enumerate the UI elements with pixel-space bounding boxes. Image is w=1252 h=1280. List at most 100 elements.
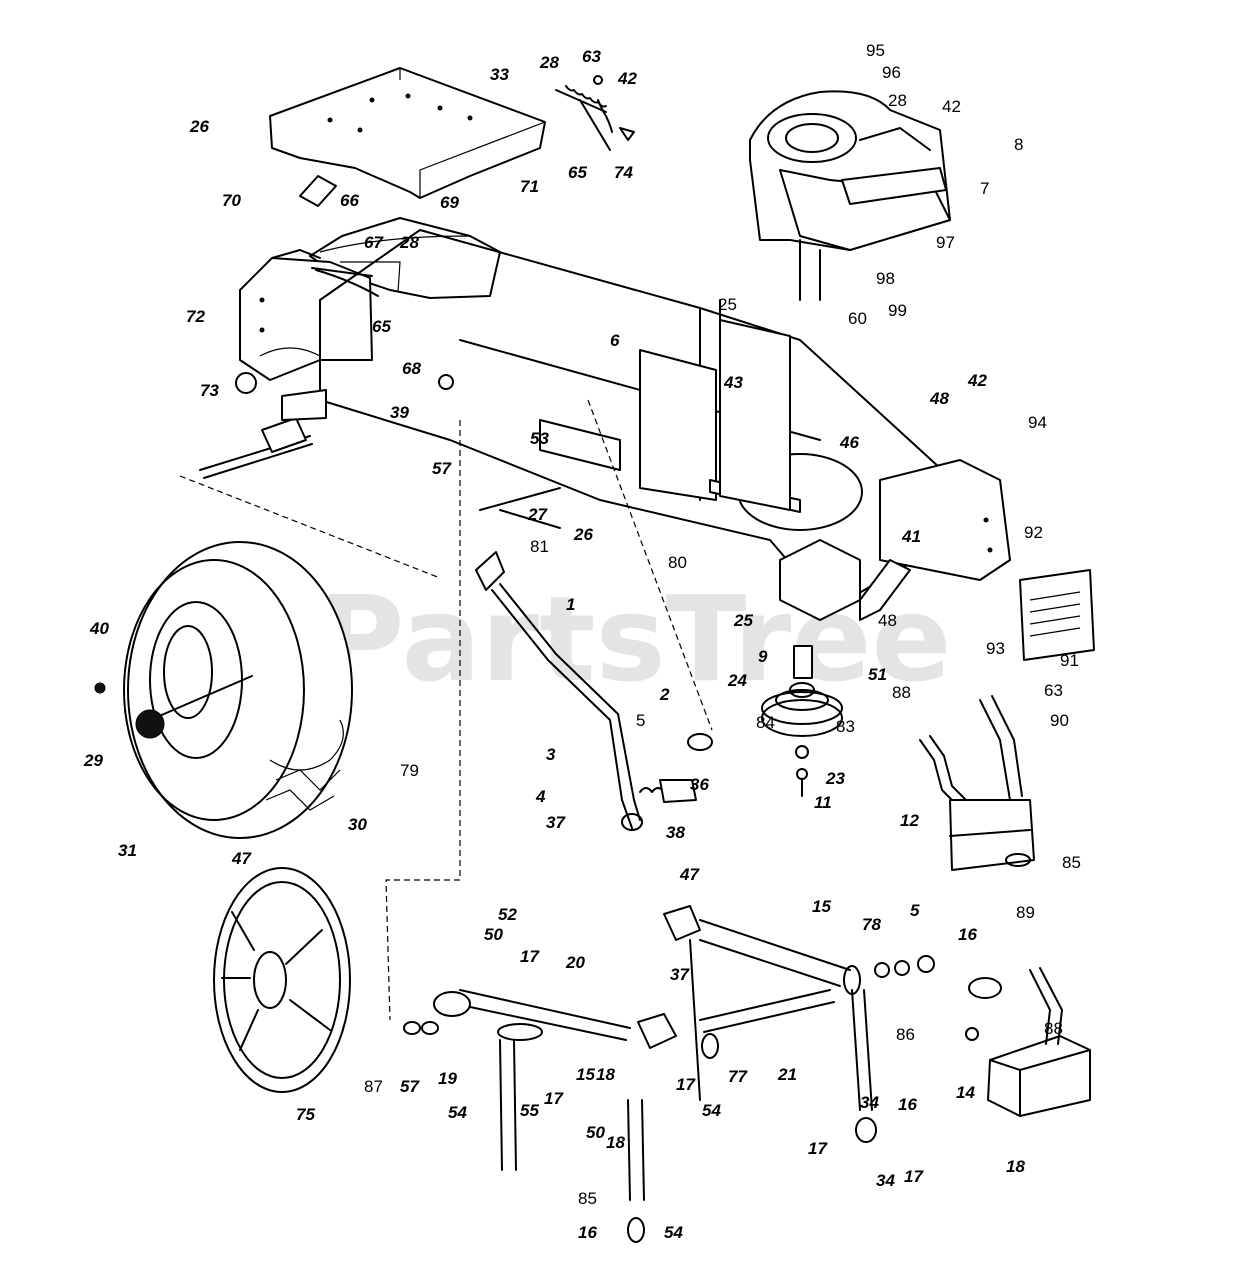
callout-label: 40 bbox=[89, 619, 109, 638]
callout-label: 80 bbox=[668, 553, 687, 572]
seat-adjuster-spring bbox=[555, 75, 635, 151]
callout-label: 67 bbox=[364, 233, 384, 252]
callout-label: 48 bbox=[878, 611, 897, 630]
callout-label: 54 bbox=[664, 1223, 683, 1242]
callout-label: 26 bbox=[189, 117, 209, 136]
callout-label: 19 bbox=[438, 1069, 457, 1088]
reference-line bbox=[587, 399, 713, 731]
callout-label: 7 bbox=[980, 179, 989, 198]
callout-label: 94 bbox=[1028, 413, 1047, 432]
callout-label: 66 bbox=[340, 191, 359, 210]
callout-label: 65 bbox=[372, 317, 391, 336]
callout-label: 68 bbox=[402, 359, 421, 378]
callout-label: 71 bbox=[520, 177, 539, 196]
callout-label: 63 bbox=[1044, 681, 1063, 700]
callout-label: 47 bbox=[679, 865, 700, 884]
callout-label: 46 bbox=[839, 433, 859, 452]
seat-pan bbox=[269, 67, 546, 199]
callout-label: 9 bbox=[758, 647, 768, 666]
callout-label: 36 bbox=[690, 775, 709, 794]
callout-label: 5 bbox=[636, 711, 645, 730]
front-lift-arm bbox=[663, 905, 935, 1143]
callout-label: 1 bbox=[566, 595, 575, 614]
callout-label: 38 bbox=[666, 823, 685, 842]
rear-wheel-tire bbox=[94, 541, 353, 839]
callout-label: 47 bbox=[231, 849, 252, 868]
callout-label: 99 bbox=[888, 301, 907, 320]
callout-label: 42 bbox=[617, 69, 637, 88]
callout-label: 98 bbox=[876, 269, 895, 288]
callout-label: 27 bbox=[527, 505, 548, 524]
callout-label: 73 bbox=[200, 381, 219, 400]
reference-line bbox=[179, 475, 441, 579]
clutch-brake-pedal bbox=[475, 551, 643, 831]
engine-mounting-plate bbox=[719, 299, 791, 511]
engine-grille bbox=[1019, 569, 1095, 661]
transaxle bbox=[199, 372, 454, 479]
callout-label: 53 bbox=[530, 429, 549, 448]
callout-label: 2 bbox=[659, 685, 670, 704]
callout-label: 85 bbox=[578, 1189, 597, 1208]
callout-label: 17 bbox=[544, 1089, 564, 1108]
callout-label: 39 bbox=[390, 403, 409, 422]
callout-label: 86 bbox=[896, 1025, 915, 1044]
callout-label: 30 bbox=[348, 815, 367, 834]
callout-label: 15 bbox=[576, 1065, 595, 1084]
callout-label: 42 bbox=[942, 97, 961, 116]
callout-label: 95 bbox=[866, 41, 885, 60]
callout-label: 24 bbox=[727, 671, 747, 690]
callout-label: 12 bbox=[900, 811, 919, 830]
callout-label: 83 bbox=[836, 717, 855, 736]
callout-label: 54 bbox=[702, 1101, 721, 1120]
callout-label: 37 bbox=[546, 813, 566, 832]
callout-label: 17 bbox=[676, 1075, 696, 1094]
callout-label: 16 bbox=[898, 1095, 917, 1114]
callout-label: 63 bbox=[582, 47, 601, 66]
callout-label: 93 bbox=[986, 639, 1005, 658]
callout-label: 21 bbox=[777, 1065, 797, 1084]
callout-label: 87 bbox=[364, 1077, 383, 1096]
callout-label: 16 bbox=[958, 925, 977, 944]
callout-label: 29 bbox=[83, 751, 103, 770]
callout-label: 18 bbox=[1006, 1157, 1025, 1176]
callout-label: 34 bbox=[876, 1171, 895, 1190]
callout-label: 26 bbox=[573, 525, 593, 544]
callout-label: 65 bbox=[568, 163, 587, 182]
callout-label: 17 bbox=[520, 947, 540, 966]
engine-pulley bbox=[761, 645, 843, 797]
callout-label: 23 bbox=[825, 769, 845, 788]
callout-label: 3 bbox=[546, 745, 556, 764]
callout-label: 54 bbox=[448, 1103, 467, 1122]
wheel-hubcap bbox=[213, 867, 351, 1093]
callout-label: 50 bbox=[586, 1123, 605, 1142]
callout-label: 48 bbox=[929, 389, 949, 408]
callout-label: 18 bbox=[596, 1065, 615, 1084]
callout-label: 17 bbox=[904, 1167, 924, 1186]
callout-label: 88 bbox=[1044, 1019, 1063, 1038]
reference-line bbox=[385, 420, 461, 1021]
callout-label: 33 bbox=[490, 65, 509, 84]
pedal-spring bbox=[639, 779, 697, 803]
callout-label: 60 bbox=[848, 309, 867, 328]
callout-label: 28 bbox=[539, 53, 559, 72]
callout-label: 52 bbox=[498, 905, 517, 924]
callout-label: 91 bbox=[1060, 651, 1079, 670]
callout-label: 51 bbox=[868, 665, 887, 684]
callout-label: 4 bbox=[535, 787, 546, 806]
drive-rod bbox=[479, 487, 561, 511]
callout-label: 72 bbox=[186, 307, 205, 326]
callout-label: 16 bbox=[578, 1223, 597, 1242]
callout-label: 18 bbox=[606, 1133, 625, 1152]
callout-label: 17 bbox=[808, 1139, 828, 1158]
muffler-assembly bbox=[919, 695, 1035, 871]
callout-label: 57 bbox=[400, 1077, 420, 1096]
callout-label: 28 bbox=[399, 233, 419, 252]
callout-label: 69 bbox=[440, 193, 459, 212]
callout-label: 14 bbox=[956, 1083, 975, 1102]
callout-label: 28 bbox=[888, 91, 907, 110]
callout-label: 70 bbox=[222, 191, 241, 210]
callout-label: 96 bbox=[882, 63, 901, 82]
callout-label: 25 bbox=[733, 611, 753, 630]
callout-label: 34 bbox=[860, 1093, 879, 1112]
